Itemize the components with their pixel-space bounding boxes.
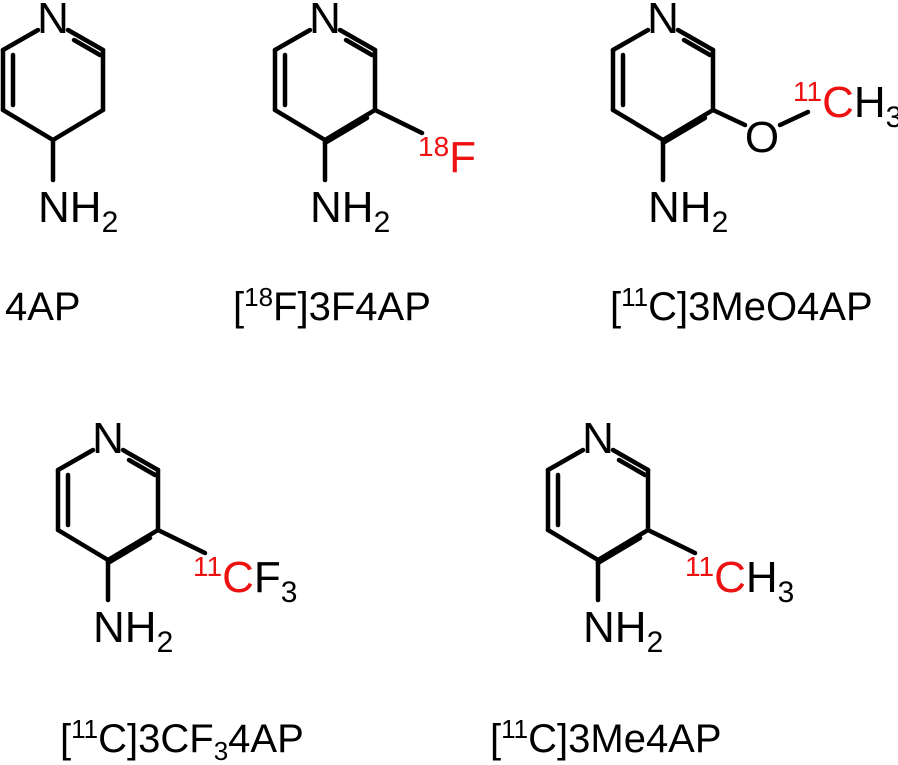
amine-label: NH2 (38, 183, 118, 239)
ring-nitrogen-label: N (309, 0, 341, 43)
oxygen-bond (710, 107, 748, 128)
caption-11c-3meo4ap: [11C]3MeO4AP (610, 282, 873, 329)
ring-nitrogen-label: N (37, 0, 69, 43)
caption-18f-3f4ap: [18F]3F4AP (233, 282, 431, 329)
amine-label: NH2 (310, 183, 390, 239)
amine-label: NH2 (93, 603, 173, 659)
caption-11c-3cf34ap: [11C]3CF34AP (60, 714, 304, 765)
structure-11c-3cf34ap: N NH2 11CF3 (55, 414, 297, 659)
methyl-11c-label: 11CH3 (793, 76, 898, 134)
oxygen-label: O (745, 113, 779, 162)
structure-11c-3me4ap: N NH2 11CH3 (545, 414, 794, 659)
ring-nitrogen-label: N (647, 0, 679, 43)
pyridine-ring (545, 447, 651, 566)
structure-18f-3f4ap: N NH2 18F (272, 0, 476, 239)
ring-nitrogen-label: N (582, 414, 614, 463)
methyl-bond (777, 109, 811, 128)
trifluoromethyl-bond (155, 527, 208, 556)
methyl-bond (645, 527, 698, 556)
pyridine-ring (55, 447, 161, 566)
amine-label: NH2 (583, 603, 663, 659)
caption-11c-3me4ap: [11C]3Me4AP (490, 714, 722, 761)
ring-nitrogen-label: N (92, 414, 124, 463)
structure-4ap: N NH2 (0, 0, 118, 239)
amine-label: NH2 (648, 183, 728, 239)
caption-4ap: 4AP (5, 285, 81, 329)
structure-11c-3meo4ap: N NH2 O 11CH3 (610, 0, 898, 239)
pyridine-ring (0, 27, 106, 143)
trifluoromethyl-11c-label: 11CF3 (193, 551, 297, 609)
fluorine-bond (372, 107, 425, 136)
pyridine-ring (272, 27, 378, 146)
methyl-11c-label: 11CH3 (685, 551, 794, 609)
fluorine-18-label: 18F (418, 131, 476, 182)
pyridine-ring (610, 27, 716, 146)
